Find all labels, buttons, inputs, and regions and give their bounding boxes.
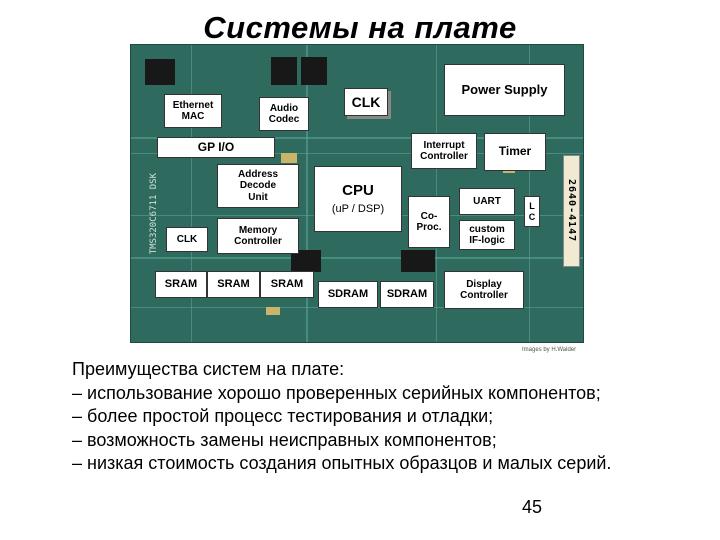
board-trace [529,45,530,342]
label-memory-controller: Memory Controller [217,218,299,254]
label-power-supply: Power Supply [444,64,565,116]
label-sdram-2: SDRAM [380,281,434,308]
label-gp-io: GP I/O [157,137,275,158]
label-timer: Timer [484,133,546,171]
board-trace [131,137,583,139]
page-number: 45 [522,497,543,517]
capacitor [281,153,297,163]
slide-title: Системы на плате [203,10,517,45]
audio-jack [301,57,327,85]
board-trace [131,257,583,259]
advantage-item: – низкая стоимость создания опытных обра… [72,453,612,474]
advantage-item: – использование хорошо проверенных серий… [72,382,601,403]
label-address-decode-unit: Address Decode Unit [217,164,299,208]
board-trace [131,153,583,154]
label-lc: L C [524,196,540,227]
label-custom-if-logic: custom IF-logic [459,220,515,250]
label-clk-left: CLK [166,227,208,252]
audio-jack [271,57,297,85]
image-credit: Images by H.Walder [522,347,577,353]
advantage-item: – более простой процесс тестирования и о… [72,406,494,427]
small-chip [291,250,321,272]
advantage-item: – возможность замены неисправных компоне… [72,429,497,450]
advantages-text: Преимущества систем на плате: – использо… [72,358,672,476]
label-cpu: CPU (uP / DSP) [314,166,402,232]
connector-chip [145,59,175,85]
serial-number-sticker: 2640-4147 [563,155,580,267]
cpu-subtitle: (uP / DSP) [331,203,385,216]
board-trace [306,45,308,342]
label-audio-codec: Audio Codec [259,97,309,131]
capacitor [266,307,280,315]
label-sram-1: SRAM [155,271,207,298]
board-trace [436,45,437,342]
board-marking: TMS320C6711 DSK [149,173,159,255]
label-interrupt-controller: Interrupt Controller [411,133,477,169]
label-co-proc: Co- Proc. [408,196,450,248]
label-display-controller: Display Controller [444,271,524,309]
label-sdram-1: SDRAM [318,281,378,308]
advantages-heading: Преимущества систем на плате: [72,359,345,379]
label-ethernet-mac: Ethernet MAC [164,94,222,128]
small-chip [401,250,435,272]
cpu-title: CPU [342,182,374,200]
label-sram-2: SRAM [207,271,260,298]
board-trace [191,45,192,342]
label-sram-3: SRAM [260,271,314,298]
label-uart: UART [459,188,515,215]
label-clk-top: CLK [344,88,388,116]
